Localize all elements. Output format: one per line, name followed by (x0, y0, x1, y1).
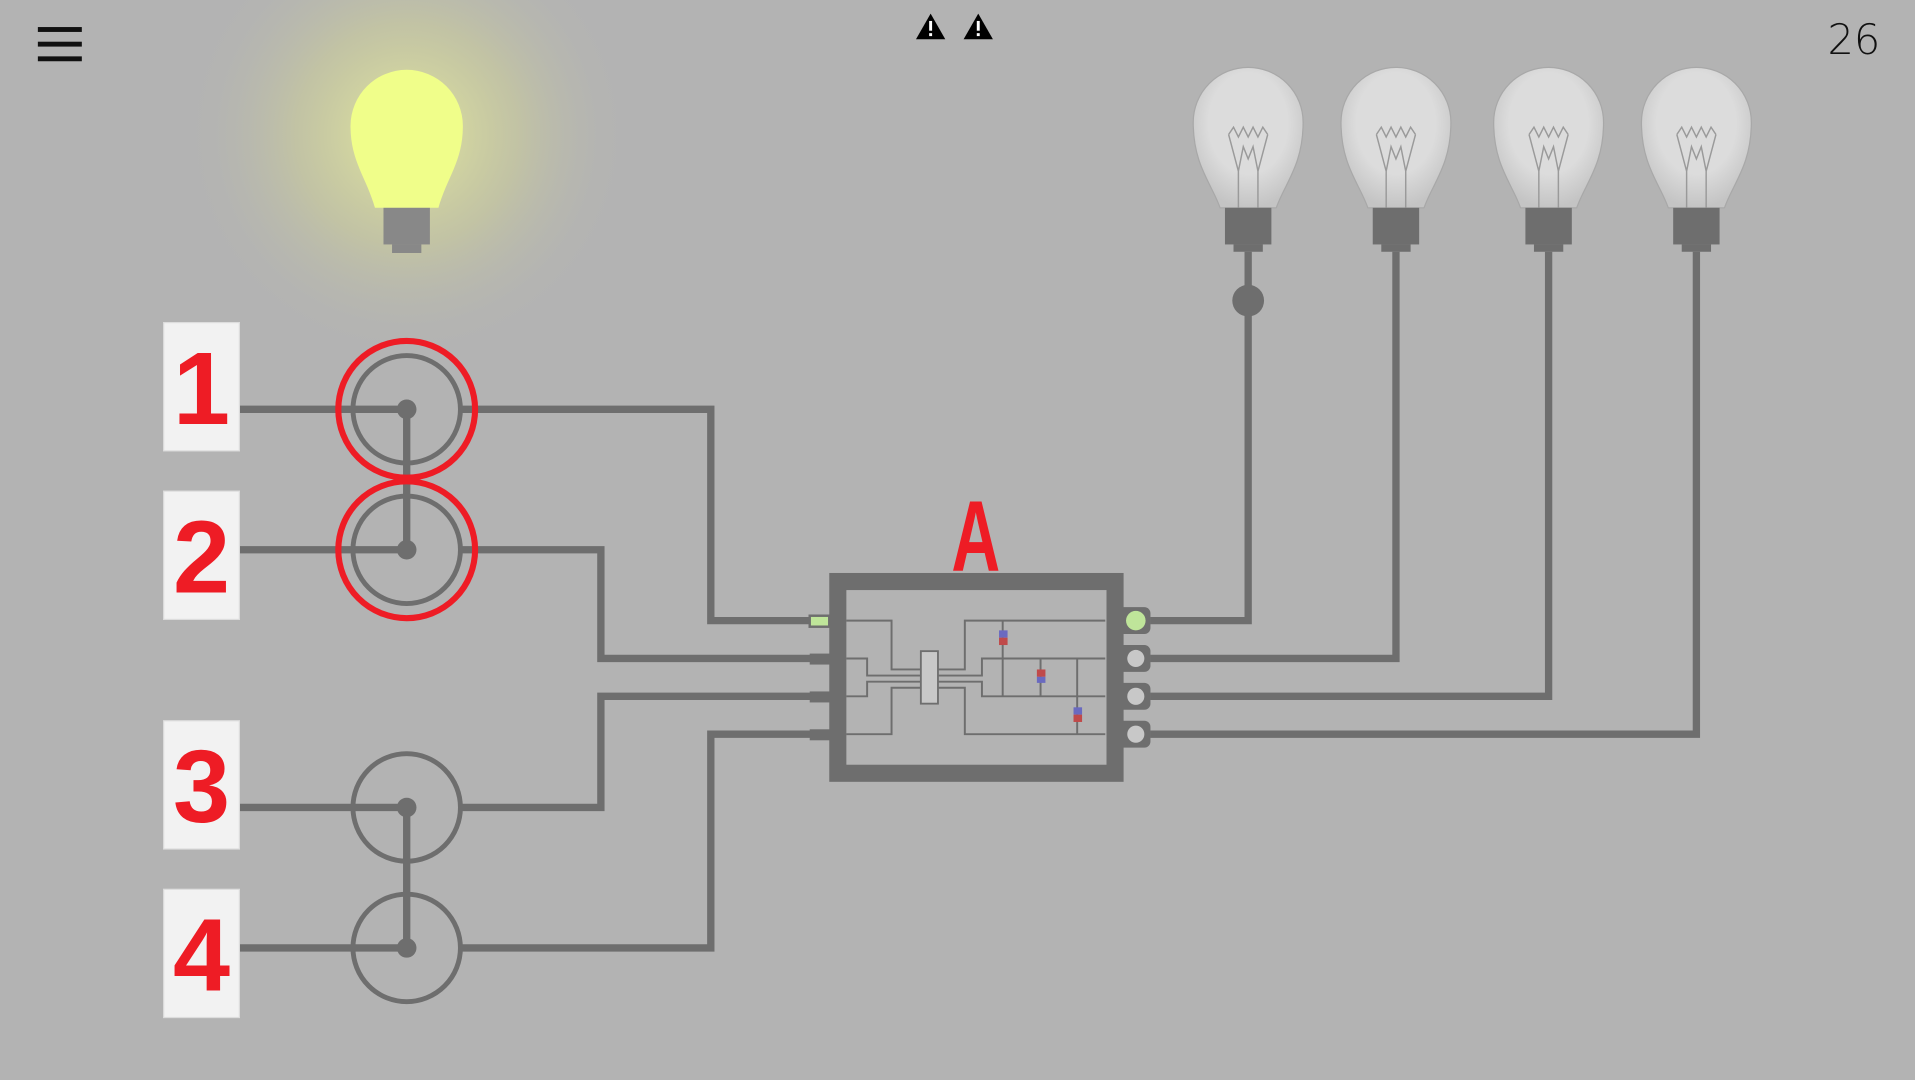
switch-4[interactable] (350, 891, 463, 1005)
svg-text:1: 1 (173, 331, 230, 446)
warning-icon (915, 13, 946, 40)
output-ports (1106, 607, 1151, 748)
svg-text:2: 2 (173, 500, 230, 615)
input-wires (239, 405, 813, 952)
svg-text:4: 4 (173, 898, 230, 1013)
output-wires (1150, 251, 1701, 738)
switch-3[interactable] (350, 751, 463, 864)
output-bulb-3 (1492, 66, 1605, 253)
output-bulb-2 (1340, 66, 1452, 253)
switch-label-1[interactable]: 1 (163, 321, 240, 452)
switch-label-4[interactable]: 4 (163, 888, 240, 1019)
menu-button[interactable] (37, 27, 82, 62)
output-bulb-1 (1192, 66, 1304, 253)
logic-chip[interactable] (808, 572, 1151, 782)
warning-icon (963, 13, 993, 40)
switch-label-3[interactable]: 3 (163, 720, 240, 850)
switch-2[interactable] (335, 478, 479, 622)
chip-internal-circuit (846, 619, 1106, 736)
output-indicator-lit (1126, 610, 1146, 631)
svg-text:3: 3 (173, 729, 230, 844)
switch-label-2[interactable]: 2 (163, 490, 240, 620)
level-counter: 26 (1828, 15, 1881, 64)
target-bulb-lit (350, 69, 463, 253)
switch-1[interactable] (335, 337, 479, 481)
output-bulb-4 (1640, 66, 1753, 253)
input-indicator-lit (808, 614, 831, 628)
